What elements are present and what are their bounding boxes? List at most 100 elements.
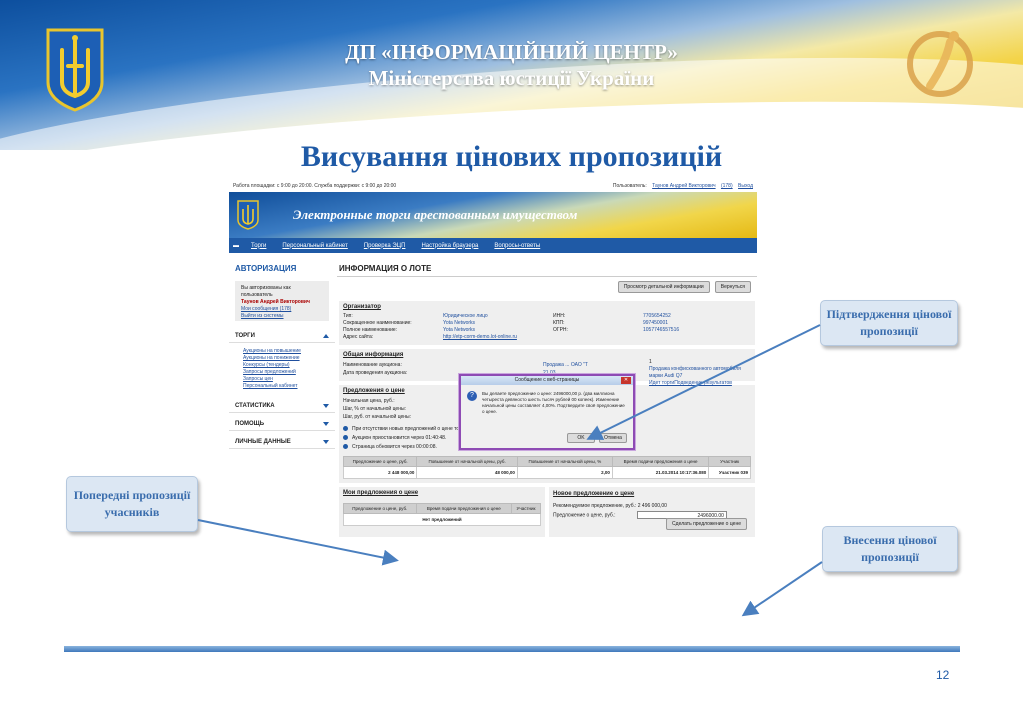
table-header: Время подачи предложения о цене <box>415 503 512 514</box>
table-row: 2 448 000,00 48 000,00 2,00 21.03.2014 1… <box>342 466 751 479</box>
sidebar-section-label: ПОМОЩЬ <box>235 421 265 427</box>
user-name-link[interactable]: Таунов Андрей Викторович <box>652 183 716 189</box>
field-value: Продажа ... ОАО "Т <box>543 362 588 368</box>
my-offers-heading: Мои предложения о цене <box>343 490 419 496</box>
sidebar-link[interactable]: Конкурсы (тендеры) <box>243 362 290 368</box>
sidebar-logout-link[interactable]: Выйти из системы <box>241 313 284 319</box>
site-title: Электронные торги арестованным имущество… <box>293 207 578 222</box>
table-header: Предложение о цене, руб. <box>342 456 418 467</box>
field-label: КПП: <box>553 320 565 326</box>
chevron-down-icon <box>323 422 329 426</box>
sidebar-section-help[interactable]: ПОМОЩЬ <box>229 413 335 431</box>
sidebar-section-statistics[interactable]: СТАТИСТИКА <box>229 395 335 413</box>
nav-item-signature-check[interactable]: Проверка ЭЦП <box>363 242 406 249</box>
callout-entry: Внесення цінової пропозиції <box>822 526 958 572</box>
organizer-grid: Тип: Юридическое лицо ИНН: 7705654252 Со… <box>343 313 751 341</box>
my-offers-table: Предложение о цене, руб. Время подачи пр… <box>343 503 542 526</box>
nav-item-cabinet[interactable]: Персональный кабинет <box>282 242 348 249</box>
my-messages-link[interactable]: Мои сообщения (178) <box>241 306 292 312</box>
sidebar-section-trades[interactable]: ТОРГИ <box>229 325 335 343</box>
sidebar-link[interactable]: Аукционы на повышение <box>243 348 301 354</box>
dialog-body: ? Вы делаете предложение о цене: 2496000… <box>461 385 633 415</box>
dialog-text: Вы делаете предложение о цене: 2496000,0… <box>482 391 625 414</box>
sidebar-link[interactable]: Запросы предложений <box>243 369 296 375</box>
nav-item-faq[interactable]: Вопросы-ответы <box>494 242 541 249</box>
field-label: Наименование аукциона: <box>343 362 402 368</box>
field-value: Yota Networks <box>443 320 476 326</box>
field-value: Yota Networks <box>443 327 476 333</box>
auth-heading: АВТОРИЗАЦИЯ <box>235 264 297 273</box>
field-label: ИНН: <box>553 313 566 319</box>
sidebar-section-personal[interactable]: ЛИЧНЫЕ ДАННЫЕ <box>229 431 335 449</box>
lot-buttons: Просмотр детальной информации Вернуться <box>337 277 757 297</box>
back-button[interactable]: Вернуться <box>714 281 751 293</box>
detail-info-button[interactable]: Просмотр детальной информации <box>617 281 710 293</box>
field-value: 7705654252 <box>643 313 671 319</box>
offers-table: Предложение о цене, руб. Повышение от на… <box>342 456 751 479</box>
my-offers-block: Мои предложения о цене Предложение о цен… <box>339 487 545 537</box>
sidebar-section-label: ЛИЧНЫЕ ДАННЫЕ <box>235 439 291 445</box>
lot-title: ИНФОРМАЦИЯ О ЛОТЕ <box>337 256 757 277</box>
chevron-down-icon <box>323 404 329 408</box>
field-label: Полное наименование: <box>343 327 398 333</box>
new-offer-heading: Новое предложение о цене <box>553 491 635 497</box>
trade-links: Аукционы на повышение Аукционы на пониже… <box>229 343 335 395</box>
site-sidebar: АВТОРИЗАЦИЯ Вы авторизованы как пользова… <box>229 256 335 638</box>
sidebar-section-label: СТАТИСТИКА <box>235 403 275 409</box>
sidebar-link[interactable]: Запросы цен <box>243 376 273 382</box>
field-label: Шаг, % от начальной цены: <box>343 406 406 412</box>
site-topbar: Работа площадки: с 9:00 до 20:00. Служба… <box>229 180 757 192</box>
bottom-blocks: Мои предложения о цене Предложение о цен… <box>339 487 755 537</box>
table-header: Повышение от начальной цены, руб. <box>416 456 518 467</box>
status-link[interactable]: Идет торгиПодведение результатов <box>649 380 732 386</box>
slide-title-line2: Міністерства юстиції України <box>368 66 655 90</box>
field-label: ОГРН: <box>553 327 568 333</box>
coat-of-arms-icon <box>237 200 259 230</box>
table-cell: Участник 039 <box>708 466 751 479</box>
site-url-link[interactable]: http://etp-corm-demo.lot-online.ru <box>443 334 517 340</box>
general-info-heading: Общая информация <box>343 352 404 358</box>
footer-bar <box>64 646 960 652</box>
auth-text: Вы авторизованы как пользователь <box>241 285 291 298</box>
dialog-title: Сообщение с веб-страницы <box>514 377 580 383</box>
table-header: Участник <box>510 503 542 514</box>
table-header: Повышение от начальной цены, % <box>516 456 613 467</box>
field-value: 997450001 <box>643 320 669 326</box>
messages-count-link[interactable]: (178) <box>720 183 733 189</box>
chevron-up-icon <box>323 334 329 338</box>
sidebar-link[interactable]: Персональный кабинет <box>243 383 298 389</box>
dialog-titlebar: Сообщение с веб-страницы ✕ <box>461 376 633 385</box>
auth-user-name: Таунов Андрей Викторович <box>241 299 310 305</box>
info-icon <box>343 426 348 432</box>
site-banner: Электронные торги арестованным имущество… <box>229 192 757 238</box>
field-value: 1 <box>649 359 652 365</box>
empty-cell: Нет предложений <box>343 513 541 526</box>
callout-previous: Попередні пропозиції учасників <box>66 476 198 532</box>
submit-offer-button[interactable]: Сделать предложение о цене <box>666 518 747 531</box>
table-header: Предложение о цене, руб. <box>343 503 417 514</box>
info-line: При отсутствии новых предложений о цене … <box>352 426 531 432</box>
table-cell: 2,00 <box>516 466 613 479</box>
table-cell: 2 448 000,00 <box>342 466 418 479</box>
field-value: 1057746557516 <box>643 327 680 333</box>
general-info-right: 1 Продажа конфискованного автомобиля мар… <box>649 359 754 387</box>
field-label: Сокращенное наименование: <box>343 320 412 326</box>
sidebar-section-label: ТОРГИ <box>235 333 255 339</box>
price-offers-heading: Предложения о цене <box>343 388 405 394</box>
general-info-grid: Наименование аукциона: Продажа ... ОАО "… <box>343 361 751 377</box>
info-icon <box>343 444 348 450</box>
ok-button[interactable]: OK <box>567 433 595 443</box>
site-hours: Работа площадки: с 9:00 до 20:00. Служба… <box>233 183 397 189</box>
info-center-logo-icon <box>907 31 973 97</box>
sidebar-link[interactable]: Аукционы на понижение <box>243 355 300 361</box>
callout-confirm: Підтвердження цінової пропозиції <box>820 300 958 346</box>
user-label: Пользователь: <box>612 183 647 189</box>
cancel-button[interactable]: Отмена <box>599 433 627 443</box>
nav-item-trades[interactable]: Торги <box>251 242 267 249</box>
timer-info: При отсутствии новых предложений о цене … <box>343 421 751 452</box>
menu-icon[interactable]: ▬ <box>233 242 239 249</box>
field-label: Шаг, руб. от начальной цены: <box>343 414 412 420</box>
nav-item-browser-settings[interactable]: Настройка браузера <box>421 242 479 249</box>
close-icon[interactable]: ✕ <box>621 377 631 384</box>
logout-link[interactable]: Выход <box>738 183 753 189</box>
